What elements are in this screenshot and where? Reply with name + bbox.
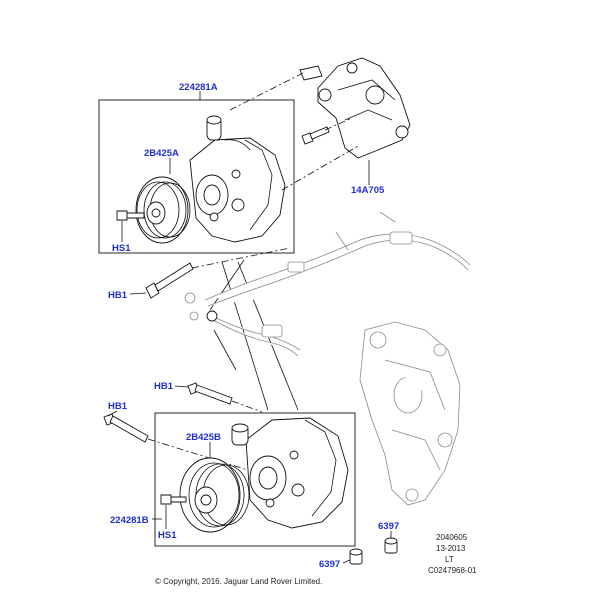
upper-long-bolt [145, 262, 194, 299]
leader-hb1-lower-a [231, 400, 263, 413]
callout-hb1-lower-a: HB1 [154, 381, 174, 392]
leader-hb1-lower-b [147, 438, 249, 471]
callout-hs1-upper: HS1 [112, 243, 131, 254]
callout-224281b: 224281B [110, 515, 149, 526]
callout-6397-b: 6397 [319, 559, 340, 570]
engine-block [359, 321, 461, 506]
upper-pump [189, 115, 286, 243]
callout-14a705: 14A705 [351, 185, 385, 196]
ref-line-1: 2040605 [436, 533, 468, 542]
leader-pump-to-bracket-b [281, 144, 361, 191]
ref-line-3: LT [445, 555, 454, 564]
lower-assembly-box [154, 412, 356, 547]
guide-line-a [209, 259, 245, 311]
leader-hb1-lower-a-callout [174, 385, 189, 388]
callout-2b425a: 2B425A [144, 148, 179, 159]
lower-long-bolt-a [187, 382, 233, 405]
callout-224281a: 224281A [179, 82, 218, 93]
callout-2b425b: 2B425B [186, 432, 221, 443]
leader-hb1-lower-b-callout [107, 410, 118, 417]
leader-pump-to-bracket-a [229, 71, 306, 111]
upper-screw [116, 210, 145, 221]
guide-line-d [213, 329, 237, 371]
lower-pulley [179, 457, 250, 533]
bracket [299, 57, 411, 159]
wiring-harness [184, 211, 471, 357]
bracket-bolt [301, 126, 330, 145]
copyright-text: © Copyright, 2016. Jaguar Land Rover Lim… [155, 577, 322, 586]
callout-hb1-upper: HB1 [108, 290, 128, 301]
leader-bolt-to-bracket [324, 117, 353, 131]
ref-line-4: C0247968-01 [428, 566, 477, 575]
bush-b [349, 548, 363, 565]
leader-hb1-upper [191, 247, 291, 269]
lower-long-bolt-b [103, 413, 149, 443]
callout-hb1-lower-b: HB1 [108, 401, 128, 412]
ref-line-2: 13-2013 [436, 544, 466, 553]
guide-line-b [221, 261, 269, 411]
callout-6397-a: 6397 [378, 521, 399, 532]
lower-screw [160, 494, 187, 505]
upper-pulley [135, 176, 191, 244]
leader-hb1-upper-callout [129, 292, 147, 295]
bush-a [384, 537, 398, 554]
lower-pump [231, 417, 349, 529]
leader-6397-b [342, 559, 351, 564]
upper-assembly-box [98, 99, 295, 254]
callout-hs1-lower: HS1 [158, 530, 177, 541]
